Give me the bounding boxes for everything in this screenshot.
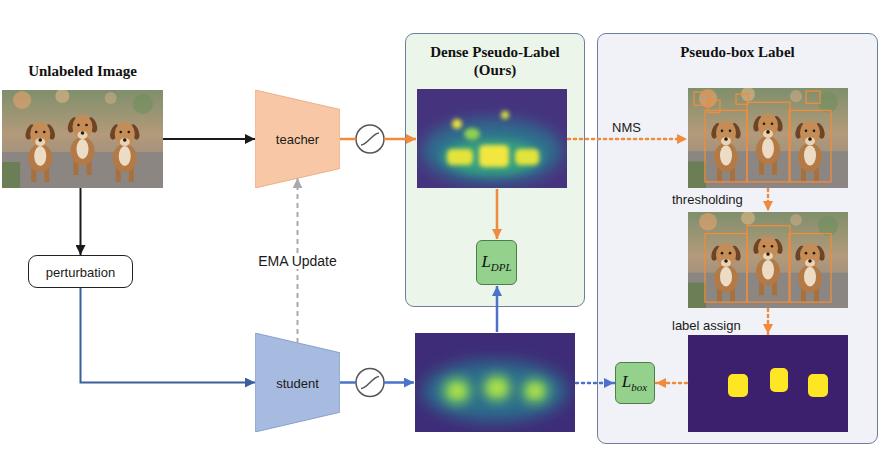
teacher-flow-arrow: [340, 139, 497, 239]
panel-title: Dense Pseudo-Label (Ours): [406, 34, 584, 79]
annotation-holder: thresholding: [672, 190, 743, 208]
dotted-arrow: [568, 139, 768, 383]
dotted-arrow: [568, 138, 687, 141]
nms-photo: [688, 87, 848, 188]
nms-photo: [694, 91, 831, 182]
thresholded-photo: [688, 211, 848, 308]
text-holder: student: [276, 374, 319, 392]
nms-photo: [736, 94, 748, 104]
flow-connector: [80, 188, 82, 255]
text-holder: LDPL: [481, 252, 511, 273]
text-holder: teacher: [276, 130, 319, 148]
annotation-label: NMS: [612, 120, 641, 135]
method-panel: LDPL Dense Pseudo-Label (Ours): [405, 33, 585, 307]
loss-box: Lbox: [615, 362, 655, 404]
dotted-arrow: [767, 189, 770, 211]
dotted-arrow: [767, 309, 770, 334]
edge-label-holder: EMA Update: [255, 252, 340, 270]
flow-connector: [81, 288, 256, 383]
student-flow-arrow: [496, 286, 499, 332]
teacher-heatmap: [417, 89, 567, 188]
nms-photo: [789, 110, 831, 181]
nms-photo: [688, 87, 848, 188]
loss-subscript: DPL: [491, 261, 512, 273]
sigmoid-symbol: [361, 377, 379, 389]
image-frame: Unlabeled Image: [2, 90, 163, 188]
assigned-label-map: [808, 374, 828, 397]
dotted-arrow: [576, 382, 614, 385]
dotted-arrow: [656, 382, 687, 385]
sigmoid-symbol: [356, 369, 384, 397]
nms-photo: [705, 110, 747, 181]
sigmoid-symbol: [356, 369, 384, 397]
student-flow-arrow: [340, 286, 497, 383]
text-holder: Lbox: [622, 372, 647, 393]
process-box: perturbation: [28, 255, 133, 288]
input-photo: [2, 89, 163, 188]
assigned-label-map: [728, 374, 748, 397]
edge-label: EMA Update: [255, 253, 340, 269]
teacher-flow-arrow: [384, 138, 416, 141]
thresholded-photo: [705, 226, 831, 302]
panel-title: Pseudo-box Label: [598, 34, 877, 61]
nms-photo: [708, 100, 720, 112]
loss-box: LDPL: [476, 240, 516, 285]
thresholded-photo: [747, 226, 790, 302]
thresholded-photo: [705, 234, 747, 303]
assigned-label-map: [770, 368, 788, 392]
teacher-encoder: teacher: [255, 90, 340, 188]
annotation-label: label assign: [672, 318, 741, 333]
annotation-holder: NMS: [612, 118, 641, 136]
encoder-label: teacher: [276, 132, 319, 147]
encoder-label: student: [276, 376, 319, 391]
sigmoid-symbol: [361, 133, 379, 145]
encoder-shape: [255, 90, 340, 188]
loss-symbol: L: [622, 372, 631, 391]
box-label: perturbation: [46, 265, 115, 280]
encoder-shape: [255, 333, 340, 432]
image-title: Unlabeled Image: [2, 63, 163, 80]
thresholded-photo: [688, 211, 848, 308]
assigned-label-map: [688, 335, 848, 432]
assigned-label-map: [688, 335, 848, 432]
loss-subscript: box: [631, 381, 647, 393]
nms-photo: [694, 92, 710, 105]
sigmoid-symbol: [356, 125, 384, 153]
nms-photo: [747, 102, 790, 182]
text-holder: perturbation: [46, 263, 115, 281]
student-heatmap: [415, 333, 575, 432]
student-flow-arrow: [340, 381, 356, 384]
teacher-flow-arrow: [340, 138, 356, 141]
annotation-holder: label assign: [672, 316, 741, 334]
teacher-flow-arrow: [496, 189, 499, 239]
nms-photo: [806, 91, 820, 103]
student-flow-arrow: [384, 381, 414, 384]
flow-connector: [163, 138, 255, 140]
sigmoid-symbol: [356, 125, 384, 153]
annotation-label: thresholding: [672, 192, 743, 207]
loss-symbol: L: [481, 252, 490, 271]
baseline-panel: Lbox Pseudo-box Label: [597, 33, 878, 444]
thresholded-photo: [789, 234, 831, 303]
student-encoder: student: [255, 333, 340, 432]
